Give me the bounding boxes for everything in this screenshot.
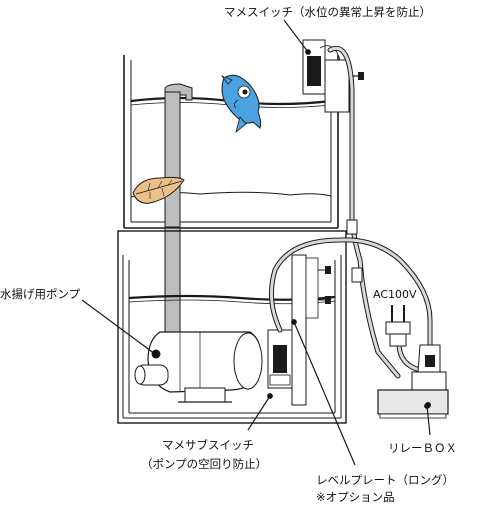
power-plug-icon bbox=[385, 305, 411, 347]
relay-box-icon bbox=[377, 344, 449, 419]
level-plate bbox=[291, 254, 331, 406]
pump-icon bbox=[134, 331, 263, 403]
fish-icon bbox=[220, 74, 262, 134]
label-pump: 水揚げ用ポンプ bbox=[0, 287, 81, 301]
main-float-switch bbox=[302, 39, 364, 113]
leaf-decoration bbox=[132, 176, 185, 204]
label-sub-switch-note: （ポンプの空回り防止） bbox=[141, 457, 267, 471]
label-relay-box: リレーＢＯＸ bbox=[388, 441, 457, 455]
label-sub-switch: マメサブスイッチ bbox=[162, 438, 254, 452]
sub-float-switch bbox=[267, 329, 293, 389]
leader-lines bbox=[81, 19, 431, 466]
label-main-switch: マメスイッチ（水位の異常上昇を防止） bbox=[224, 5, 431, 19]
cables bbox=[268, 45, 433, 388]
label-level-plate-note: ※オプション品 bbox=[316, 490, 395, 504]
label-level-plate: レベルプレート（ロング） bbox=[316, 473, 454, 487]
label-ac: AC100V bbox=[373, 288, 417, 301]
